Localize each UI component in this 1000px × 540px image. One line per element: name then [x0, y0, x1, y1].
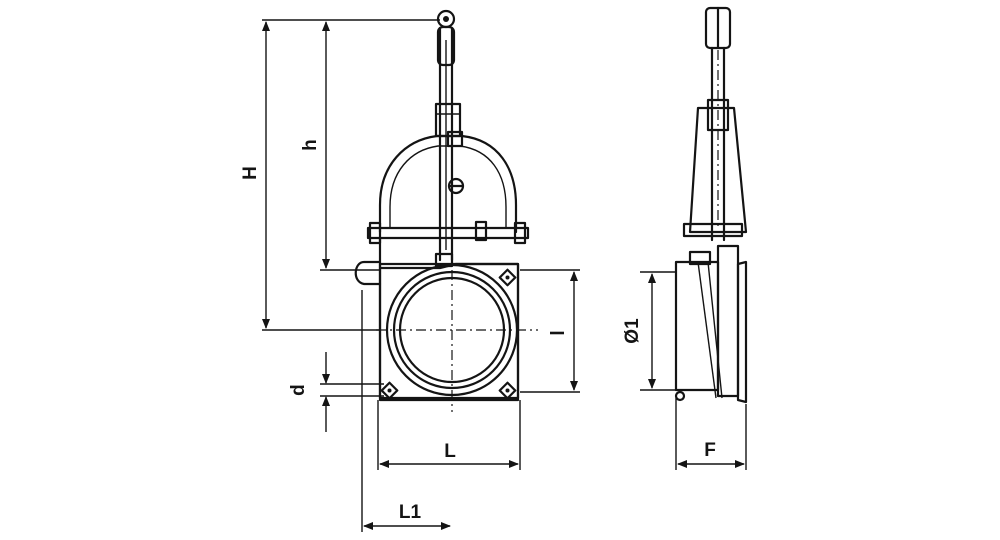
bolt-right [513, 221, 527, 245]
side-gate-housing [716, 244, 740, 398]
side-lug [354, 260, 382, 286]
handle-grip [436, 25, 456, 67]
side-gate-line-2 [707, 261, 723, 399]
label-l: l [548, 330, 569, 335]
gland-nut [446, 130, 464, 148]
side-gland-bolt [688, 250, 712, 266]
corner-bolt-holes [380, 268, 517, 400]
handle-eye-pin [443, 16, 449, 22]
side-bonnet-flange [682, 222, 744, 238]
front-view [354, 9, 538, 412]
side-bolt [674, 390, 686, 402]
label-L1: L1 [399, 502, 422, 523]
label-h: h [300, 139, 321, 151]
label-F: F [704, 440, 716, 461]
bolt-left [368, 221, 382, 245]
bonnet-flange [366, 226, 530, 240]
side-gate-line-1 [697, 261, 717, 399]
side-view [674, 6, 748, 404]
label-H: H [240, 166, 261, 180]
bonnet-outline [378, 134, 518, 234]
dimensions: H h l d L L1 Ø1 F [240, 19, 747, 532]
side-gland [706, 98, 730, 132]
side-bonnet [688, 106, 748, 234]
label-D1: Ø1 [622, 318, 643, 344]
label-d: d [288, 384, 309, 396]
side-flange [736, 260, 748, 404]
bolt-middle [474, 220, 488, 242]
label-L: L [444, 441, 456, 462]
